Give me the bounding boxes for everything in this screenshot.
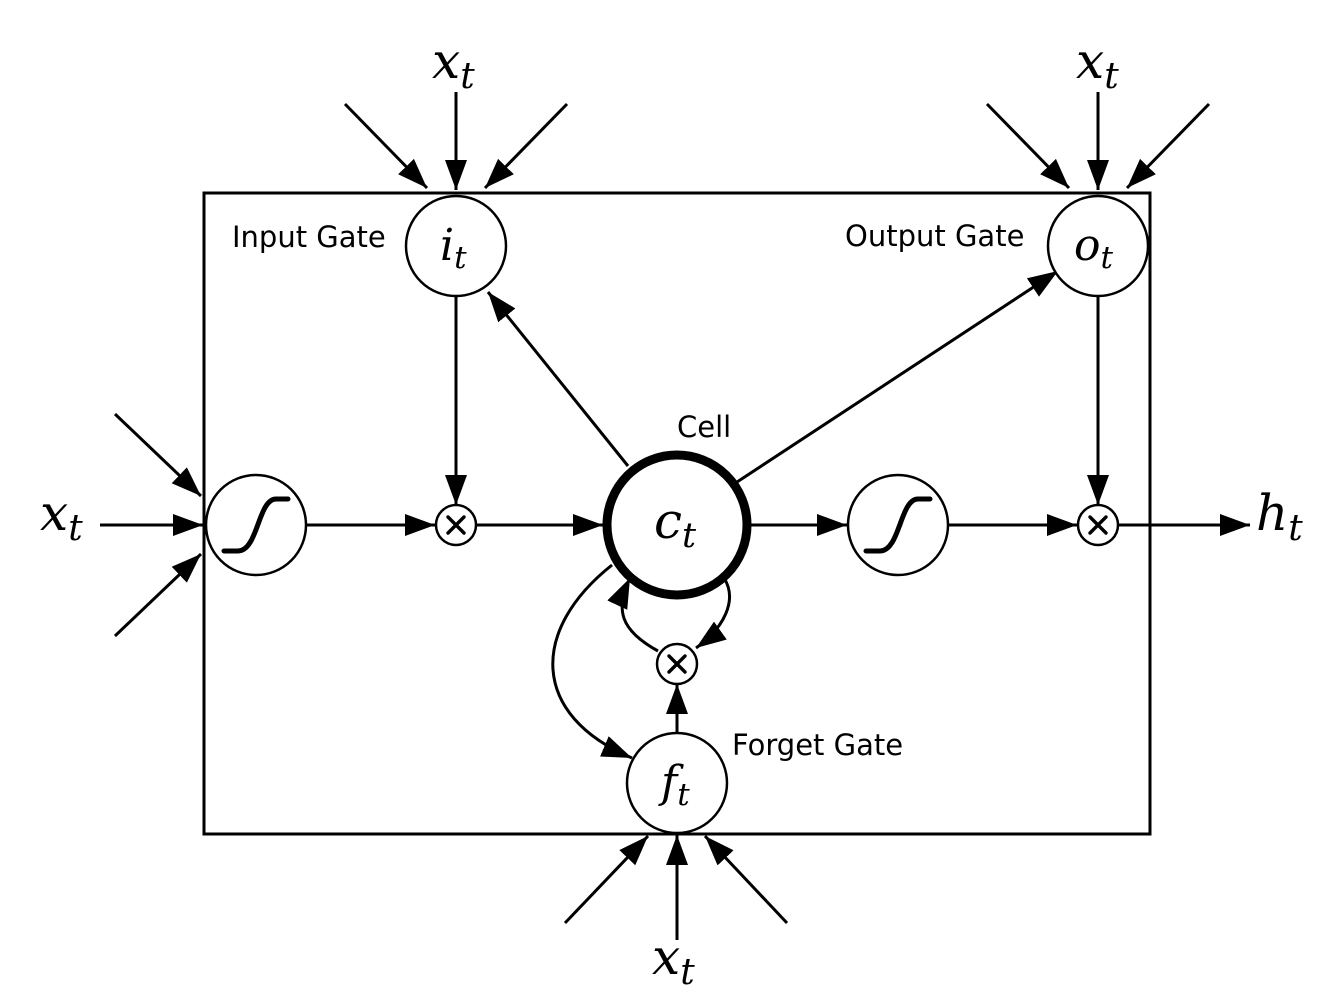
- sigmoid-icon: [846, 473, 950, 577]
- forget-gate-inputs: [563, 834, 789, 940]
- svg-text:ot: ot: [1074, 220, 1114, 276]
- sigmoid-icon: [204, 473, 308, 577]
- output-gate-x-label: xt: [1076, 32, 1119, 97]
- forget-gate-label: Forget Gate: [732, 728, 903, 762]
- input-gate-inputs: [343, 92, 569, 190]
- internal-connections: [306, 269, 1250, 760]
- svg-text:ct: ct: [654, 492, 697, 556]
- output-h-label: ht: [1256, 484, 1303, 549]
- input-gate-x-label: xt: [432, 32, 475, 97]
- output-gate-node: ot: [1046, 194, 1150, 298]
- svg-text:it: it: [440, 220, 467, 276]
- cell-input-inputs: [100, 412, 203, 638]
- multiply-icon: [1076, 503, 1120, 547]
- cell-input-x-label: xt: [40, 484, 83, 549]
- input-gate-node: it: [404, 194, 508, 298]
- output-gate-label: Output Gate: [845, 219, 1024, 253]
- output-gate-inputs: [985, 92, 1211, 190]
- cell-label: Cell: [677, 410, 731, 444]
- forget-gate-x-label: xt: [652, 928, 695, 993]
- input-gate-label: Input Gate: [232, 220, 386, 254]
- multiply-icon: [434, 503, 478, 547]
- cell-node: ct: [602, 450, 752, 600]
- multiply-icon: [655, 642, 699, 686]
- forget-gate-node: ft: [625, 731, 729, 835]
